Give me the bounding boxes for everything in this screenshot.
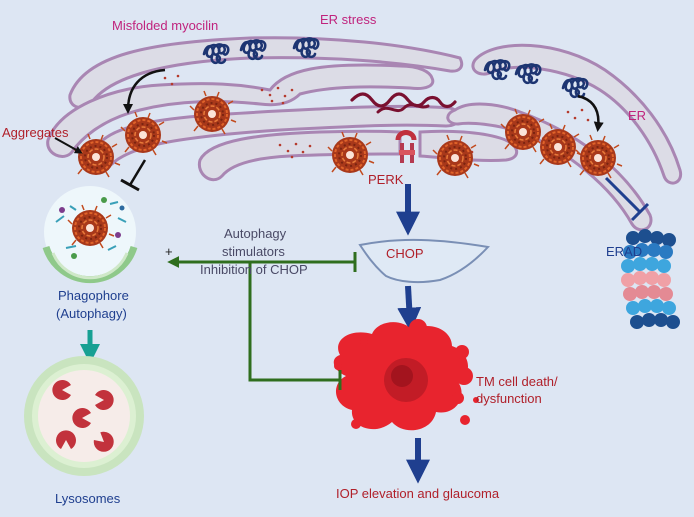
- label-er-stress: ER stress: [320, 12, 377, 27]
- protein-speckles: [163, 74, 590, 159]
- arrow-misfold-to-aggregate-right: [577, 94, 604, 132]
- tm-cell-death-splat: [333, 319, 479, 431]
- label-autophagy: Autophagy: [224, 226, 287, 241]
- label-tm-cell-death: TM cell death/: [476, 374, 558, 389]
- arrow-aggregates-label: [54, 137, 83, 154]
- lysosome-icon: [24, 356, 144, 476]
- label-phagophore: Phagophore: [58, 288, 129, 303]
- misfolded-protein-icon: [561, 77, 589, 99]
- perk-receptor-icon: [395, 130, 417, 163]
- chop-shape: [358, 238, 491, 284]
- label-perk: PERK: [368, 172, 404, 187]
- label-aggregates: Aggregates: [2, 125, 69, 140]
- label-misfolded-myocilin: Misfolded myocilin: [112, 18, 218, 33]
- inhibit-aggregate-to-phagophore: [120, 159, 147, 192]
- inhibit-aggregate-to-erad: [604, 176, 650, 222]
- label-erad: ERAD: [606, 244, 642, 259]
- unfolded-chain: [350, 92, 457, 109]
- label-er: ER: [628, 108, 646, 123]
- label-iop: IOP elevation and glaucoma: [336, 486, 500, 501]
- arrow-misfold-to-aggregate-left: [123, 68, 166, 114]
- chop-inhibition-line: [248, 262, 342, 390]
- label-inhibition-chop: Inhibition of CHOP: [200, 262, 308, 277]
- unfolded-chain: [376, 103, 430, 114]
- label-stimulators: stimulators: [222, 244, 285, 259]
- proteasome-icon: [621, 229, 680, 329]
- aggregate-icon: [120, 111, 168, 156]
- label-plus-sign: +: [165, 244, 173, 259]
- label-lysosomes: Lysosomes: [55, 491, 121, 506]
- phagophore-icon: [42, 186, 138, 283]
- arrow-chop-to-death: [397, 285, 422, 332]
- label-autophagy-paren: (Autophagy): [56, 306, 127, 321]
- label-dysfunction: dysfunction: [476, 391, 542, 406]
- label-chop: CHOP: [386, 246, 424, 261]
- autophagy-stimulator-arrow: [167, 252, 357, 272]
